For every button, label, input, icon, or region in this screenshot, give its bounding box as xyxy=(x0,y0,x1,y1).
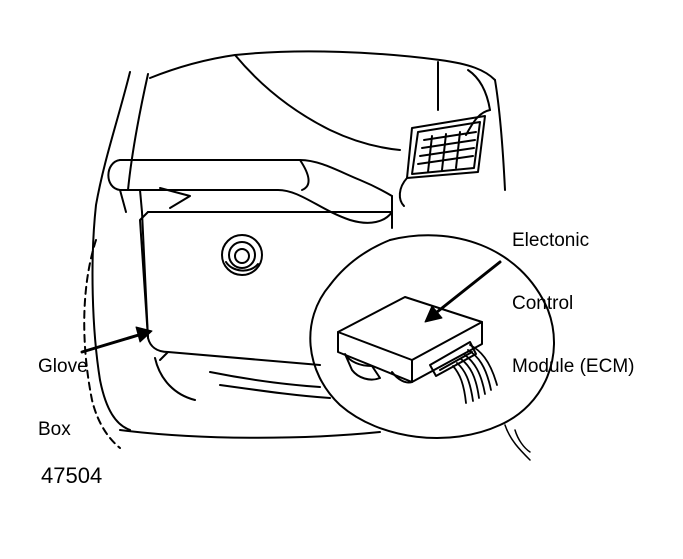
glove-arrow-head xyxy=(135,326,153,343)
figure-number: 47504 xyxy=(41,463,103,488)
glove-box-label-line1: Glove xyxy=(38,356,88,377)
glove-box-door xyxy=(119,211,393,439)
ecm-detail-circle xyxy=(309,234,556,461)
ecm-label-line2: Control xyxy=(512,293,574,314)
pointer-arrows xyxy=(80,260,502,354)
air-vent xyxy=(398,115,486,207)
wiring-harness xyxy=(452,344,498,404)
ecm-label: Electonic Control Module (ECM) xyxy=(512,188,634,398)
dash-handle xyxy=(107,159,393,224)
ecm-module xyxy=(337,296,483,384)
ecm-arrow-head xyxy=(424,305,443,323)
dashboard-outline xyxy=(83,50,506,449)
ecm-label-line3: Module (ECM) xyxy=(512,356,635,377)
glove-box-lock xyxy=(221,234,263,276)
glove-box-label: Glove Box xyxy=(38,314,88,461)
glove-box-label-line2: Box xyxy=(38,419,71,440)
ecm-label-line1: Electonic xyxy=(512,230,590,251)
glove-arrow-shaft xyxy=(80,332,144,354)
ecm-arrow-shaft xyxy=(430,260,502,318)
